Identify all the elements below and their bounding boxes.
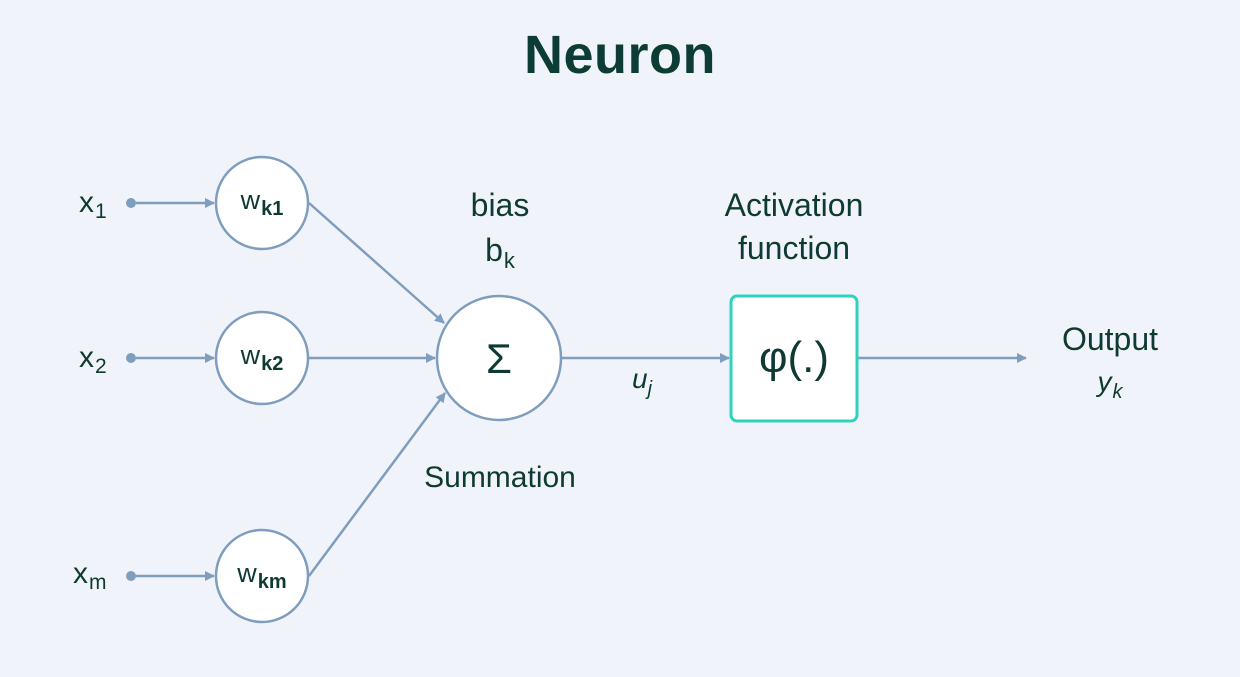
activation-label-line2: function	[737, 230, 851, 266]
weight-label-m: wkm	[237, 558, 287, 593]
bias-label: bias	[470, 187, 530, 223]
activation-box	[729, 294, 859, 423]
summation-symbol: Σ	[486, 335, 512, 382]
input-label-2: x2	[79, 341, 107, 378]
output-label: Output	[1061, 321, 1159, 357]
input-dot-m	[126, 571, 136, 581]
input-label-m: xm	[73, 557, 107, 594]
weight-label-2: wk2	[240, 340, 284, 375]
intermediate-label: uj	[632, 363, 653, 400]
output-symbol: yk	[1097, 366, 1123, 403]
weight-arrow-m	[307, 392, 447, 577]
input-label-1: x1	[79, 186, 107, 223]
summation-node	[435, 294, 563, 422]
diagram-title: Neuron	[524, 25, 716, 85]
bias-symbol: bk	[485, 232, 515, 273]
weight-node-1	[214, 155, 310, 251]
input-dot-1	[126, 198, 136, 208]
activation-label-line1: Activation	[724, 187, 864, 223]
weight-label-1: wk1	[240, 185, 284, 220]
summation-label: Summation	[424, 461, 576, 494]
input-dot-2	[126, 353, 136, 363]
weight-arrow-1	[308, 202, 445, 324]
weight-node-2	[214, 310, 310, 406]
weight-node-m	[214, 528, 310, 624]
activation-symbol: φ(.)	[758, 333, 830, 382]
